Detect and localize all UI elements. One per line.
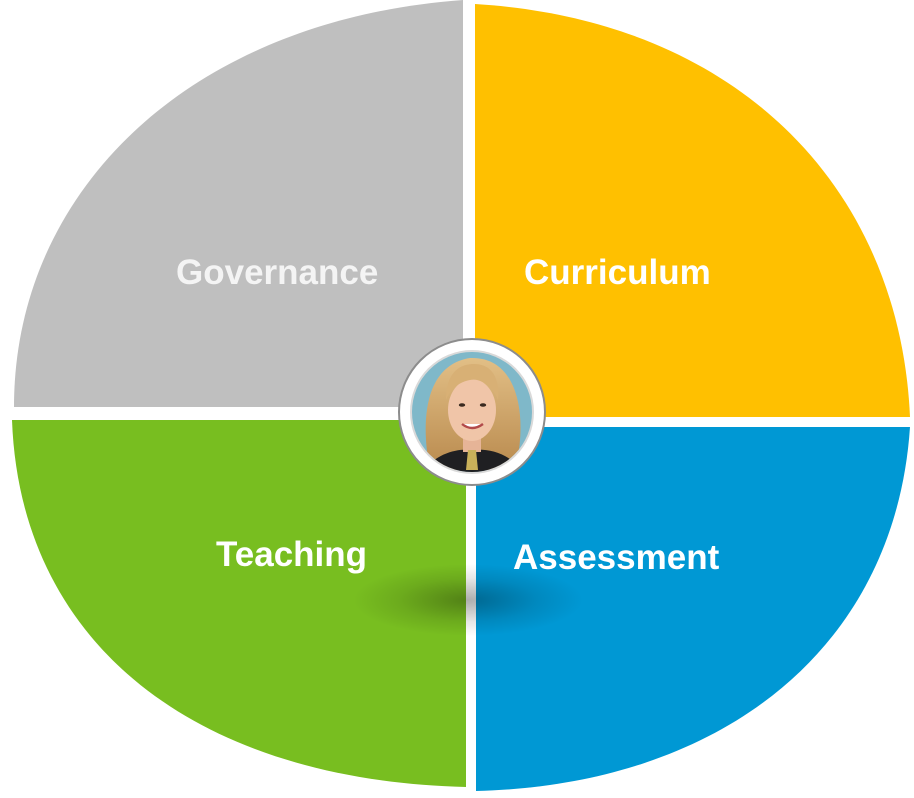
teaching-segment [12, 420, 466, 787]
governance-segment [14, 0, 463, 407]
assessment-label: Assessment [513, 538, 720, 577]
assessment-segment [476, 427, 910, 791]
curriculum-label: Curriculum [524, 253, 711, 292]
governance-label: Governance [176, 253, 379, 292]
teaching-label: Teaching [216, 535, 368, 574]
center-shadow [353, 564, 583, 636]
curriculum-segment [475, 4, 910, 417]
portrait-photo [412, 352, 532, 472]
